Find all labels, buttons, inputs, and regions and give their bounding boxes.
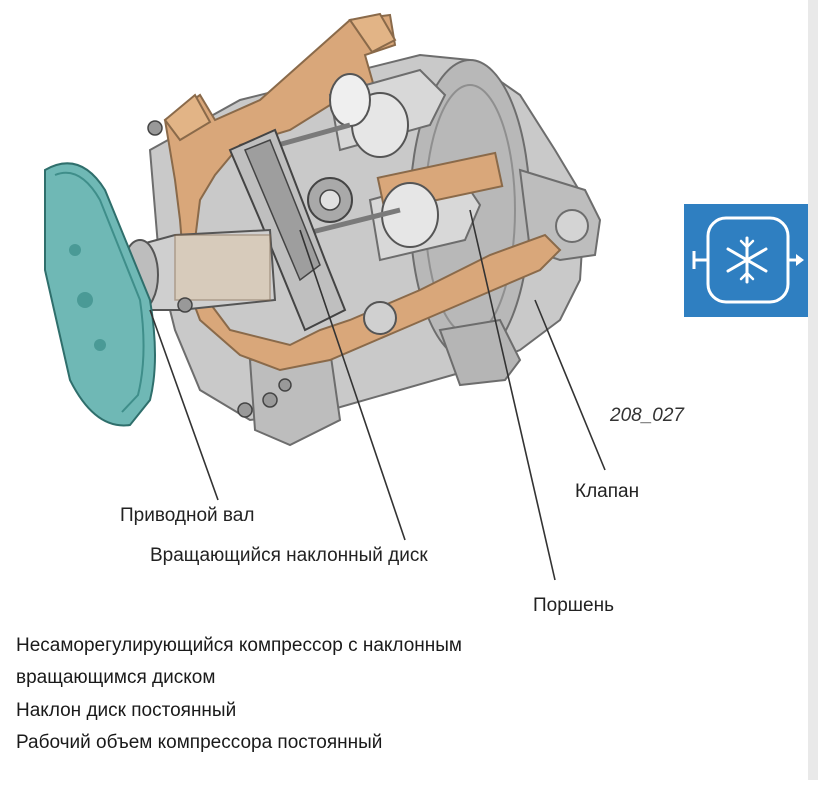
label-piston: Поршень — [533, 595, 614, 616]
label-swash-plate: Вращающийся наклонный диск — [150, 545, 428, 566]
label-valve: Клапан — [575, 481, 640, 502]
valve-ball — [363, 301, 397, 335]
label-drive-shaft: Приводной вал — [120, 505, 255, 526]
leader-lines — [149, 209, 606, 581]
bearing — [307, 177, 353, 223]
bolts — [147, 120, 292, 418]
drive-shaft — [118, 228, 277, 311]
right-edge-border — [808, 0, 818, 780]
leader-valve — [534, 299, 606, 471]
snowflake-ac-icon — [684, 204, 810, 317]
figure-code: 208_027 — [610, 405, 684, 426]
pulley — [44, 162, 156, 427]
caption-line-3: Наклон диск постоянный — [16, 700, 237, 721]
caption-line-1: Несаморегулирующийся компрессор с наклон… — [16, 635, 462, 656]
leader-drive-shaft — [149, 309, 219, 501]
leader-piston — [469, 209, 556, 581]
caption-line-4: Рабочий объем компрессора постоянный — [16, 732, 383, 753]
leader-swash-plate — [299, 229, 406, 541]
caption-line-2: вращающимся диском — [16, 667, 216, 688]
